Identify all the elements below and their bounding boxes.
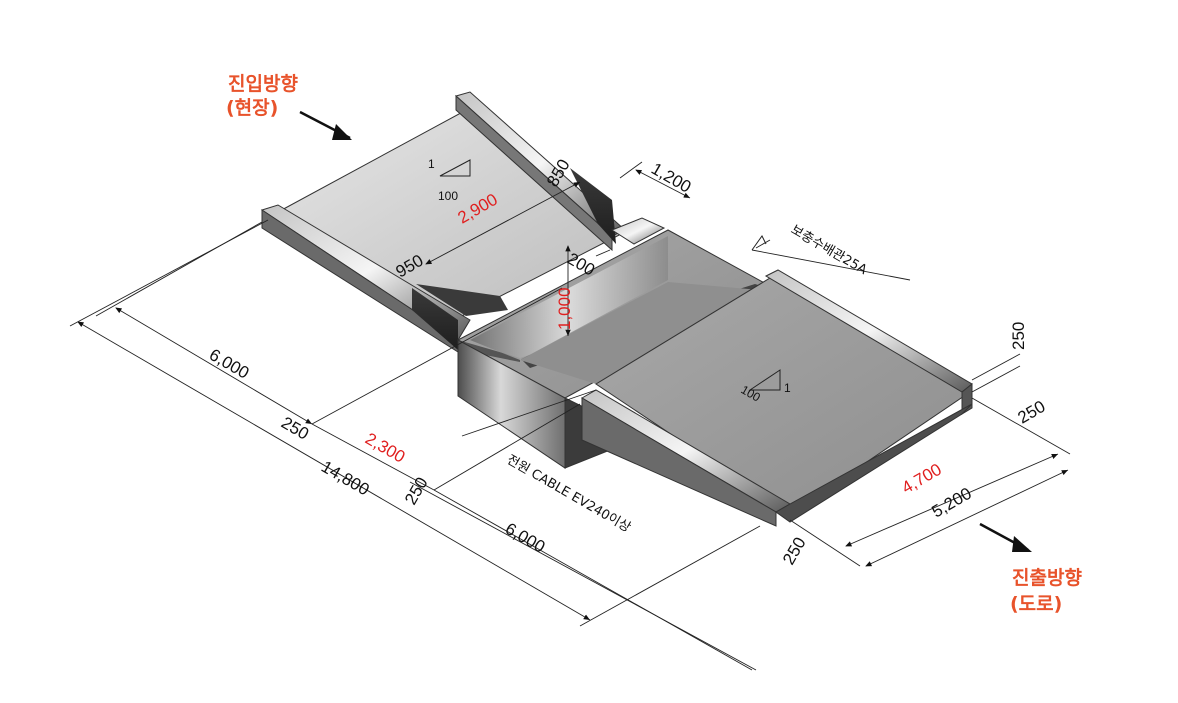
exit-direction-label: 진출방향 — [1012, 567, 1082, 589]
dim-250-b: 250 — [401, 474, 432, 508]
dim-5200: 5,200 — [929, 484, 975, 522]
exit-direction-sublabel: (도로) — [1010, 593, 1062, 615]
dim-1000: 1,000 — [555, 287, 574, 330]
dim-250-right-top: 250 — [1009, 322, 1028, 350]
dim-14800: 14,800 — [318, 457, 373, 499]
dim-250-a: 250 — [278, 413, 312, 444]
dim-1200: 1,200 — [648, 159, 694, 197]
dim-250-right: 250 — [1015, 397, 1049, 428]
dim-6000-bottom: 6,000 — [502, 519, 548, 557]
pipe-note: 보충수배관25A — [788, 222, 869, 278]
entry-direction-label: 진입방향 — [228, 73, 298, 95]
dim-250-bottom: 250 — [779, 534, 810, 568]
dim-6000-top: 6,000 — [206, 345, 252, 383]
upper-slope-rise: 1 — [428, 157, 435, 171]
dimension-lines — [69, 110, 1071, 671]
entry-direction-sublabel: (현장) — [226, 97, 278, 119]
upper-slope-run: 100 — [438, 189, 458, 203]
dim-4700: 4,700 — [899, 460, 945, 498]
dim-2300: 2,300 — [362, 429, 408, 467]
lower-slope-rise: 1 — [784, 381, 791, 395]
